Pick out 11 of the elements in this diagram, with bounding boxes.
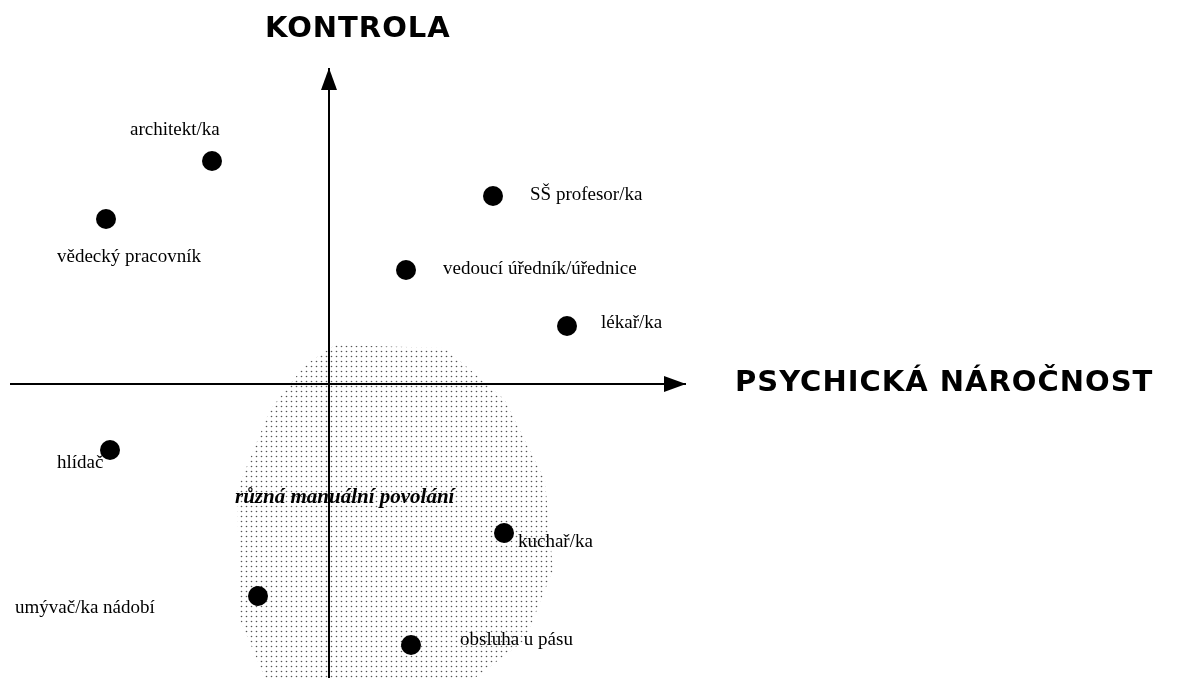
axis-title: KONTROLA — [265, 12, 451, 44]
axis-title: PSYCHICKÁ NÁROČNOST — [735, 366, 1154, 398]
point-label: kuchař/ka — [518, 531, 593, 552]
point-label: hlídač — [57, 452, 104, 473]
point-label: obsluha u pásu — [460, 629, 573, 650]
point-label: architekt/ka — [130, 119, 220, 140]
point-label: vedoucí úředník/úřednice — [443, 258, 637, 279]
point-label: lékař/ka — [601, 312, 663, 333]
point-label: vědecký pracovník — [57, 246, 202, 267]
point-label: SŠ profesor/ka — [530, 184, 643, 205]
point-label: umývač/ka nádobí — [15, 597, 155, 618]
